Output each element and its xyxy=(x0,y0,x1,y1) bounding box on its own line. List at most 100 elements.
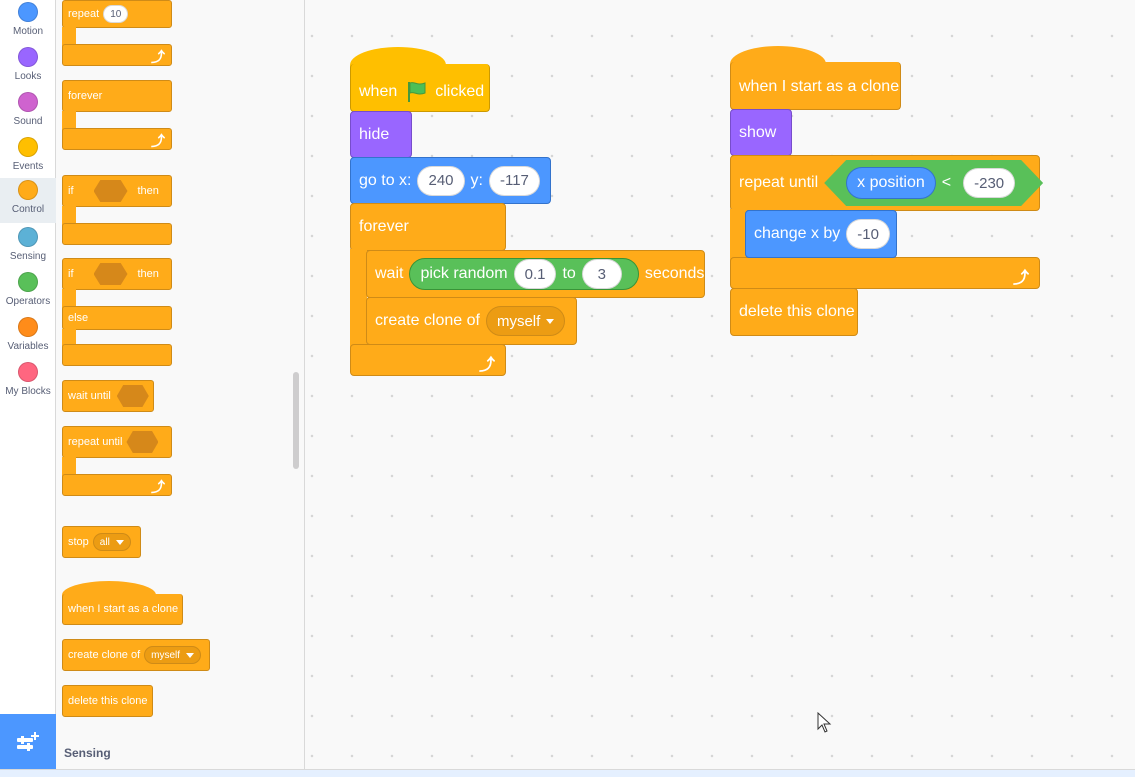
loop-arrow-icon: ⤴ xyxy=(151,49,165,65)
block-label: stop xyxy=(68,536,89,548)
c-block-arm xyxy=(62,27,76,47)
block-label: when I start as a clone xyxy=(68,603,179,615)
palette-repeat-block[interactable]: repeat 10 xyxy=(62,0,172,28)
loop-arrow-icon: ⤴ xyxy=(151,133,165,149)
change-x-by-block[interactable]: change x by -10 xyxy=(745,210,897,258)
category-label: Events xyxy=(12,161,44,172)
motion-dot-icon xyxy=(18,2,38,22)
c-block-bottom: ⤴ xyxy=(350,344,506,376)
delete-clone-block[interactable]: delete this clone xyxy=(730,288,858,336)
operators-dot-icon xyxy=(18,272,38,292)
x-position-reporter[interactable]: x position xyxy=(846,167,936,199)
condition-slot[interactable] xyxy=(93,180,128,202)
add-extension-button[interactable] xyxy=(0,714,56,770)
block-label: then xyxy=(137,268,159,280)
c-block-bottom xyxy=(62,223,172,245)
palette-if-then-block[interactable]: if then xyxy=(62,175,172,207)
events-dot-icon xyxy=(18,137,38,157)
condition-slot[interactable] xyxy=(93,263,128,285)
category-menu: Motion Looks Sound Events Control Sensin… xyxy=(0,0,56,777)
dropdown-value: myself xyxy=(151,649,181,661)
block-label: change x by xyxy=(754,225,841,242)
block-label: < xyxy=(941,174,952,191)
c-block-arm xyxy=(730,209,747,261)
random-from-input[interactable]: 0.1 xyxy=(513,259,557,289)
block-label: show xyxy=(739,123,777,141)
block-label: y: xyxy=(470,171,483,189)
repeat-count-input[interactable]: 10 xyxy=(103,5,129,23)
category-label: Looks xyxy=(14,71,42,82)
category-motion[interactable]: Motion xyxy=(0,0,56,45)
loop-arrow-icon: ⤴ xyxy=(1012,270,1029,287)
condition-slot[interactable] xyxy=(126,431,159,453)
block-label: forever xyxy=(68,90,103,102)
when-i-start-as-clone-block[interactable]: when I start as a clone xyxy=(730,62,901,110)
category-looks[interactable]: Looks xyxy=(0,45,56,90)
category-operators[interactable]: Operators xyxy=(0,270,56,315)
condition-slot[interactable] xyxy=(116,385,149,407)
stop-option-dropdown[interactable]: all xyxy=(92,533,131,551)
palette-wait-until-block[interactable]: wait until xyxy=(62,380,154,412)
less-than-block[interactable]: x position < -230 xyxy=(824,160,1043,206)
create-clone-block[interactable]: create clone of myself xyxy=(366,297,577,345)
add-extension-icon xyxy=(17,732,39,751)
palette-scrollbar[interactable] xyxy=(293,372,299,469)
block-label: if xyxy=(68,268,74,280)
block-label: clicked xyxy=(435,82,485,100)
compare-value-input[interactable]: -230 xyxy=(963,168,1015,198)
category-label: My Blocks xyxy=(5,386,51,397)
c-block-arm xyxy=(62,457,76,477)
else-section: else xyxy=(62,306,172,330)
block-label: repeat until xyxy=(739,174,819,191)
block-label: hide xyxy=(359,125,390,143)
forever-block[interactable]: forever xyxy=(350,203,506,251)
loop-arrow-icon: ⤴ xyxy=(478,357,495,374)
palette-if-else-block[interactable]: if then xyxy=(62,258,172,290)
hide-block[interactable]: hide xyxy=(350,111,412,158)
dropdown-value: myself xyxy=(496,312,541,330)
green-flag-icon xyxy=(408,81,426,102)
block-label: wait until xyxy=(68,390,111,402)
wait-block[interactable]: wait pick random 0.1 to 3 seconds xyxy=(366,250,705,298)
dropdown-arrow-icon xyxy=(546,318,555,324)
random-to-input[interactable]: 3 xyxy=(581,259,622,289)
sound-dot-icon xyxy=(18,92,38,112)
palette-repeat-until-block[interactable]: repeat until xyxy=(62,426,172,458)
block-label: else xyxy=(68,312,89,324)
script-workspace[interactable] xyxy=(306,0,1135,769)
category-my-blocks[interactable]: My Blocks xyxy=(0,360,56,405)
clone-target-dropdown[interactable]: myself xyxy=(485,306,566,336)
palette-forever-block[interactable]: forever xyxy=(62,80,172,112)
show-block[interactable]: show xyxy=(730,109,792,156)
variables-dot-icon xyxy=(18,317,38,337)
category-variables[interactable]: Variables xyxy=(0,315,56,360)
palette-stop-block[interactable]: stop all xyxy=(62,526,141,558)
block-label: when I start as a clone xyxy=(739,77,900,95)
c-block-bottom: ⤴ xyxy=(730,257,1040,289)
palette-create-clone-block[interactable]: create clone of myself xyxy=(62,639,210,671)
repeat-until-block[interactable]: repeat until x position < -230 xyxy=(730,155,1040,211)
bottom-bar xyxy=(0,769,1135,777)
my-blocks-dot-icon xyxy=(18,362,38,382)
x-input[interactable]: 240 xyxy=(417,165,465,196)
category-label: Sound xyxy=(13,116,43,127)
block-label: seconds xyxy=(644,265,705,282)
change-x-input[interactable]: -10 xyxy=(846,219,890,249)
y-input[interactable]: -117 xyxy=(488,165,540,196)
c-block-bottom xyxy=(62,344,172,366)
category-events[interactable]: Events xyxy=(0,135,56,180)
category-sensing[interactable]: Sensing xyxy=(0,225,56,270)
block-label: to xyxy=(562,265,576,282)
palette-clone-hat-block[interactable]: when I start as a clone xyxy=(62,594,183,625)
category-control[interactable]: Control xyxy=(0,178,56,223)
dropdown-value: all xyxy=(99,536,110,548)
pick-random-block[interactable]: pick random 0.1 to 3 xyxy=(409,258,639,290)
clone-target-dropdown[interactable]: myself xyxy=(144,646,202,664)
category-sound[interactable]: Sound xyxy=(0,90,56,135)
when-flag-clicked-block[interactable]: when clicked xyxy=(350,64,490,112)
palette-delete-clone-block[interactable]: delete this clone xyxy=(62,685,153,717)
dropdown-arrow-icon xyxy=(186,652,195,658)
go-to-xy-block[interactable]: go to x: 240 y: -117 xyxy=(350,157,551,204)
block-label: create clone of xyxy=(375,312,480,329)
mouse-cursor-icon xyxy=(817,712,832,733)
